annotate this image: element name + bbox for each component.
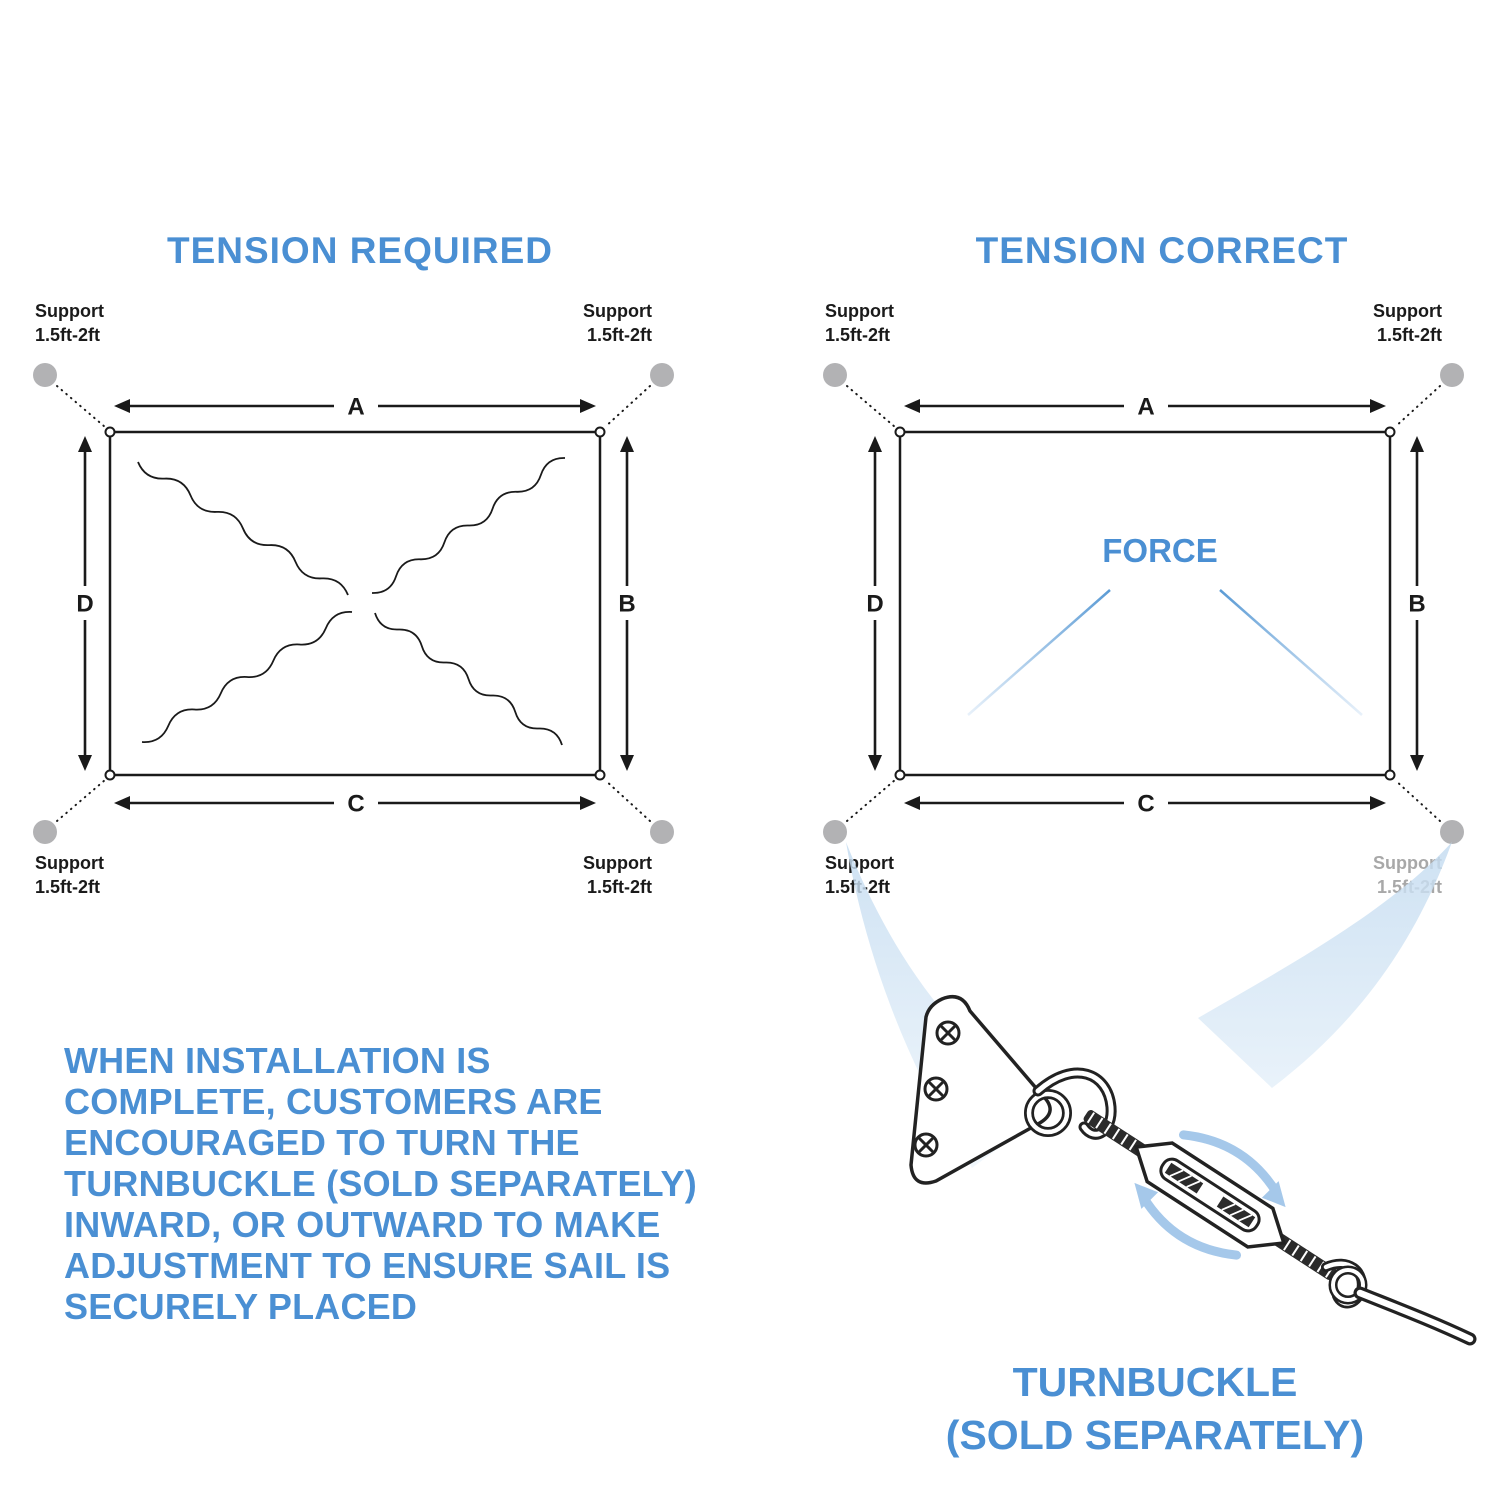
- turnbuckle-caption-line1: TURNBUCKLE: [1012, 1359, 1298, 1405]
- right-diagram-title: TENSION CORRECT: [975, 230, 1349, 271]
- support-line1: Support: [825, 301, 894, 321]
- screw-icon: [913, 1020, 961, 1158]
- support-line1: Support: [35, 301, 104, 321]
- support-line2: 1.5ft-2ft: [1376, 876, 1442, 897]
- support-dots: [33, 363, 674, 844]
- stud-ends: [1164, 1162, 1256, 1228]
- tension-correct-diagram: FORCE A B C D: [823, 363, 1464, 844]
- support-label-left-bottom-left: Support 1.5ft-2ft: [35, 852, 104, 900]
- corner-grommets: [894, 426, 1396, 781]
- note-line: ADJUSTMENT TO ENSURE SAIL IS: [64, 1245, 671, 1286]
- support-label-left-top-right: Support 1.5ft-2ft: [528, 300, 652, 348]
- support-label-right-top-left: Support 1.5ft-2ft: [825, 300, 894, 348]
- thread-marks: [1086, 1112, 1334, 1278]
- edge-label-c: C: [1137, 791, 1154, 818]
- support-line1: Support: [583, 301, 652, 321]
- turnbuckle-body: [1083, 1110, 1337, 1280]
- note-line: COMPLETE, CUSTOMERS ARE: [64, 1081, 603, 1122]
- dimension-arrow-lines: [873, 404, 1419, 805]
- corner-grommets: [104, 426, 606, 781]
- sail-outline: [898, 430, 1392, 777]
- support-line1: Support: [1373, 301, 1442, 321]
- support-line2: 1.5ft-2ft: [35, 876, 101, 897]
- support-label-left-bottom-right: Support 1.5ft-2ft: [528, 852, 652, 900]
- note-line: INWARD, OR OUTWARD TO MAKE: [64, 1204, 661, 1245]
- note-line: ENCOURAGED TO TURN THE: [64, 1122, 580, 1163]
- support-line2: 1.5ft-2ft: [1376, 324, 1442, 345]
- support-label-right-bottom-left: Support 1.5ft-2ft: [825, 852, 894, 900]
- rotation-arrow-icon: [1134, 1130, 1286, 1260]
- note-line: SECURELY PLACED: [64, 1286, 418, 1327]
- support-line2: 1.5ft-2ft: [35, 324, 101, 345]
- edge-label-a: A: [347, 394, 364, 421]
- wrinkle-lines: [137, 457, 566, 746]
- dimension-arrow-lines: [83, 404, 629, 805]
- installation-note: WHEN INSTALLATION IS COMPLETE, CUSTOMERS…: [64, 1040, 697, 1327]
- support-line1: Support: [1373, 853, 1442, 873]
- corner-dotted-lines: [56, 385, 651, 822]
- force-direction-lines: [967, 589, 1363, 716]
- support-label-right-bottom-right: Support 1.5ft-2ft: [1318, 852, 1442, 900]
- support-line1: Support: [583, 853, 652, 873]
- tension-required-diagram: A B C D: [33, 363, 674, 844]
- cable-attachment: [1321, 1258, 1477, 1346]
- edge-label-c: C: [347, 791, 364, 818]
- support-line1: Support: [825, 853, 894, 873]
- support-line1: Support: [35, 853, 104, 873]
- dimension-arrowheads: [78, 399, 634, 810]
- turnbuckle-illustration: [909, 995, 1477, 1346]
- hook: [1032, 1067, 1117, 1140]
- support-label-right-top-right: Support 1.5ft-2ft: [1318, 300, 1442, 348]
- turnbuckle-caption-line2: (SOLD SEPARATELY): [945, 1412, 1365, 1458]
- edge-label-d: D: [76, 591, 93, 618]
- left-diagram-title: TENSION REQUIRED: [166, 230, 554, 271]
- edge-label-b: B: [1408, 591, 1425, 618]
- support-line2: 1.5ft-2ft: [586, 876, 652, 897]
- sail-outline: [108, 430, 602, 777]
- support-dots: [823, 363, 1464, 844]
- force-label: FORCE: [1102, 532, 1218, 569]
- note-line: TURNBUCKLE (SOLD SEPARATELY): [64, 1163, 697, 1204]
- edge-label-d: D: [866, 591, 883, 618]
- turnbuckle-caption: TURNBUCKLE (SOLD SEPARATELY): [855, 1356, 1455, 1462]
- mounting-plate: [909, 995, 1072, 1185]
- note-line: WHEN INSTALLATION IS: [64, 1040, 491, 1081]
- edge-label-b: B: [618, 591, 635, 618]
- support-line2: 1.5ft-2ft: [825, 324, 891, 345]
- edge-label-a: A: [1137, 394, 1154, 421]
- dimension-arrowheads: [868, 399, 1424, 810]
- support-line2: 1.5ft-2ft: [586, 324, 652, 345]
- support-line2: 1.5ft-2ft: [825, 876, 891, 897]
- support-label-left-top-left: Support 1.5ft-2ft: [35, 300, 104, 348]
- corner-dotted-lines: [846, 385, 1441, 822]
